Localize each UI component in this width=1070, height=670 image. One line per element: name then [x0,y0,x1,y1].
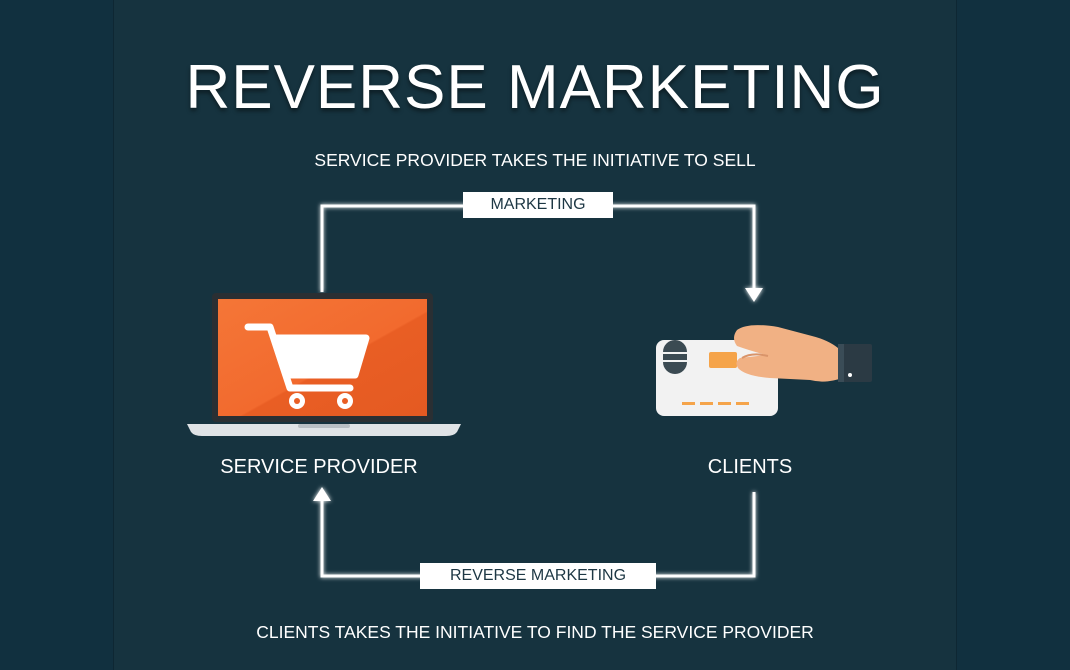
diagram-title: REVERSE MARKETING [185,53,885,122]
top-caption: SERVICE PROVIDER TAKES THE INITIATIVE TO… [314,150,756,170]
shopping-cart-icon [244,323,370,392]
hand-holding-card-icon [656,325,872,416]
service-provider-label: SERVICE PROVIDER [220,456,418,478]
marketing-arrow [320,204,763,302]
reverse-marketing-edge-label: REVERSE MARKETING [420,563,656,589]
laptop-shopping-cart-icon [187,293,461,436]
bottom-caption: CLIENTS TAKES THE INITIATIVE TO FIND THE… [256,622,814,642]
marketing-edge-label: MARKETING [463,192,613,218]
clients-label: CLIENTS [707,456,793,478]
